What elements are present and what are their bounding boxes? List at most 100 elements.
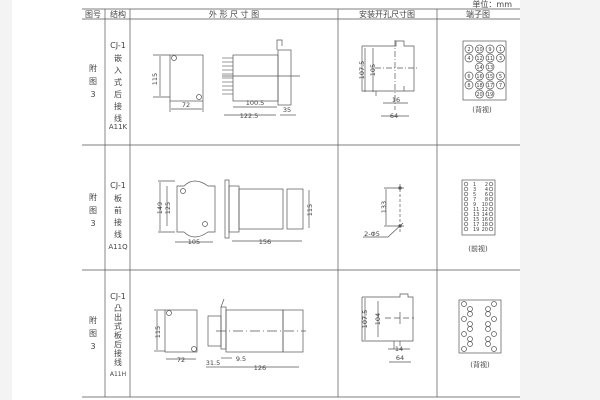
terminal-icon xyxy=(461,316,467,322)
row-2-outline-drawing xyxy=(158,179,310,243)
terminal-icon xyxy=(463,181,469,187)
terminal-icon xyxy=(464,80,474,90)
model-label: CJ-1 xyxy=(110,181,126,190)
structure-char: 凸 xyxy=(114,304,122,313)
terminal-number: 5 xyxy=(499,74,502,80)
row-1-cutout-dims: 107.5 105 16 64 xyxy=(358,61,400,120)
row-2-terminal-block xyxy=(461,179,496,236)
terminal-icon xyxy=(485,44,495,54)
terminal-icon xyxy=(475,71,484,81)
row-2-labels: 附 图 3 CJ-1 板 前 接 线 A11Q xyxy=(89,181,128,251)
terminal-icon xyxy=(485,53,495,63)
terminal-icon xyxy=(463,191,469,197)
terminal-icon xyxy=(463,226,469,232)
terminal-icon xyxy=(485,311,491,317)
header-fig-no: 图号 xyxy=(85,10,101,19)
terminal-icon xyxy=(491,346,497,352)
structure-char: 板 xyxy=(114,193,122,203)
code-label: A11K xyxy=(109,123,128,131)
view-label: (前视) xyxy=(468,244,488,253)
fig-label: 图 xyxy=(89,206,97,215)
fig-label: 附 xyxy=(89,315,97,325)
cutout-height-inner: 105 xyxy=(369,64,377,76)
terminal-number: 17 xyxy=(473,222,479,228)
terminal-number: 20 xyxy=(482,227,488,233)
row-3-terminal-grid xyxy=(461,301,497,352)
terminal-number: 12 xyxy=(476,56,482,62)
terminal-icon xyxy=(475,53,484,63)
terminal-number: 2 xyxy=(467,47,470,53)
row-1-outline-drawing xyxy=(153,39,300,116)
terminal-number: 15 xyxy=(473,217,479,223)
terminal-number: 11 xyxy=(487,56,493,62)
header-structure: 结构 xyxy=(110,9,126,19)
structure-char: 出 xyxy=(114,312,122,322)
terminal-number: 18 xyxy=(482,222,488,228)
structure-char: 接 xyxy=(114,217,122,227)
terminal-number: 14 xyxy=(476,65,482,71)
terminal-number: 16 xyxy=(476,74,482,80)
dim-width: 72 xyxy=(182,101,190,109)
dim-depth: 126 xyxy=(254,364,266,372)
terminal-icon xyxy=(488,211,494,217)
terminal-number: 17 xyxy=(487,83,493,89)
terminal-number: 18 xyxy=(476,83,482,89)
dim-flange: 35 xyxy=(283,106,291,114)
row-3-labels: 附 图 3 CJ-1 凸 出 式 板 后 接 线 A11H xyxy=(89,292,126,378)
model-label: CJ-1 xyxy=(110,41,126,50)
dim-panel-offset: 31.5 xyxy=(206,359,220,367)
terminal-icon xyxy=(496,53,505,63)
terminal-icon xyxy=(491,301,497,307)
terminal-number: 9 xyxy=(488,47,491,53)
terminal-icon xyxy=(485,341,491,347)
row-1-cutout-drawing xyxy=(361,40,418,117)
dim-height-inner: 125 xyxy=(164,202,172,214)
model-label: CJ-1 xyxy=(110,292,126,301)
fig-label: 附 xyxy=(89,192,97,202)
terminal-icon xyxy=(485,62,495,72)
fig-label: 3 xyxy=(90,90,95,99)
terminal-number: 4 xyxy=(485,187,488,193)
dimension-table: 图号 结构 外 形 尺 寸 图 安装开孔尺寸图 端子图 附 图 3 CJ-1 嵌… xyxy=(82,8,520,398)
terminal-number: 3 xyxy=(499,56,502,62)
structure-char: 后 xyxy=(114,89,122,99)
row-3-cutout-drawing xyxy=(361,293,414,363)
terminal-number: 10 xyxy=(482,202,488,208)
terminal-icon xyxy=(496,80,505,90)
terminal-number: 13 xyxy=(487,65,493,71)
terminal-icon xyxy=(464,53,474,63)
terminal-number: 2 xyxy=(485,182,488,188)
cutout-width-outer: 64 xyxy=(390,112,398,120)
terminal-icon xyxy=(467,321,473,327)
row-3-dimensions: 115 72 31.5 9.5 126 xyxy=(154,326,266,372)
header-cutout: 安装开孔尺寸图 xyxy=(359,9,415,19)
terminal-icon xyxy=(488,181,494,187)
terminal-icon xyxy=(467,306,473,312)
terminal-icon xyxy=(488,191,494,197)
row-2-cutout-dims: 133 2-Φ5 xyxy=(364,201,388,238)
cutout-height-inner: 104 xyxy=(374,313,382,325)
fig-label: 图 xyxy=(89,77,97,86)
terminal-icon xyxy=(463,221,469,227)
code-label: A11Q xyxy=(108,243,128,251)
cutout-hole-spacing: 133 xyxy=(380,201,388,213)
terminal-icon xyxy=(467,326,473,332)
row-1-labels: 附 图 3 CJ-1 嵌 入 式 后 接 线 A11K xyxy=(89,41,128,131)
dim-width: 72 xyxy=(177,356,185,364)
terminal-number: 3 xyxy=(473,187,476,193)
dim-height: 115 xyxy=(151,73,159,85)
terminal-number: 4 xyxy=(467,56,470,62)
view-label: (背视) xyxy=(470,360,490,369)
terminal-icon xyxy=(475,44,484,54)
fig-label: 附 xyxy=(89,63,97,73)
cutout-hole-spec: 2-Φ5 xyxy=(364,230,380,238)
fig-label: 3 xyxy=(90,219,95,228)
terminal-icon xyxy=(488,196,494,202)
structure-char: 接 xyxy=(114,348,122,358)
terminal-icon xyxy=(463,216,469,222)
terminal-icon xyxy=(485,336,491,342)
row-3-cutout-dims: 107.5 104 14 64 xyxy=(361,310,404,362)
terminal-number: 13 xyxy=(473,212,479,218)
